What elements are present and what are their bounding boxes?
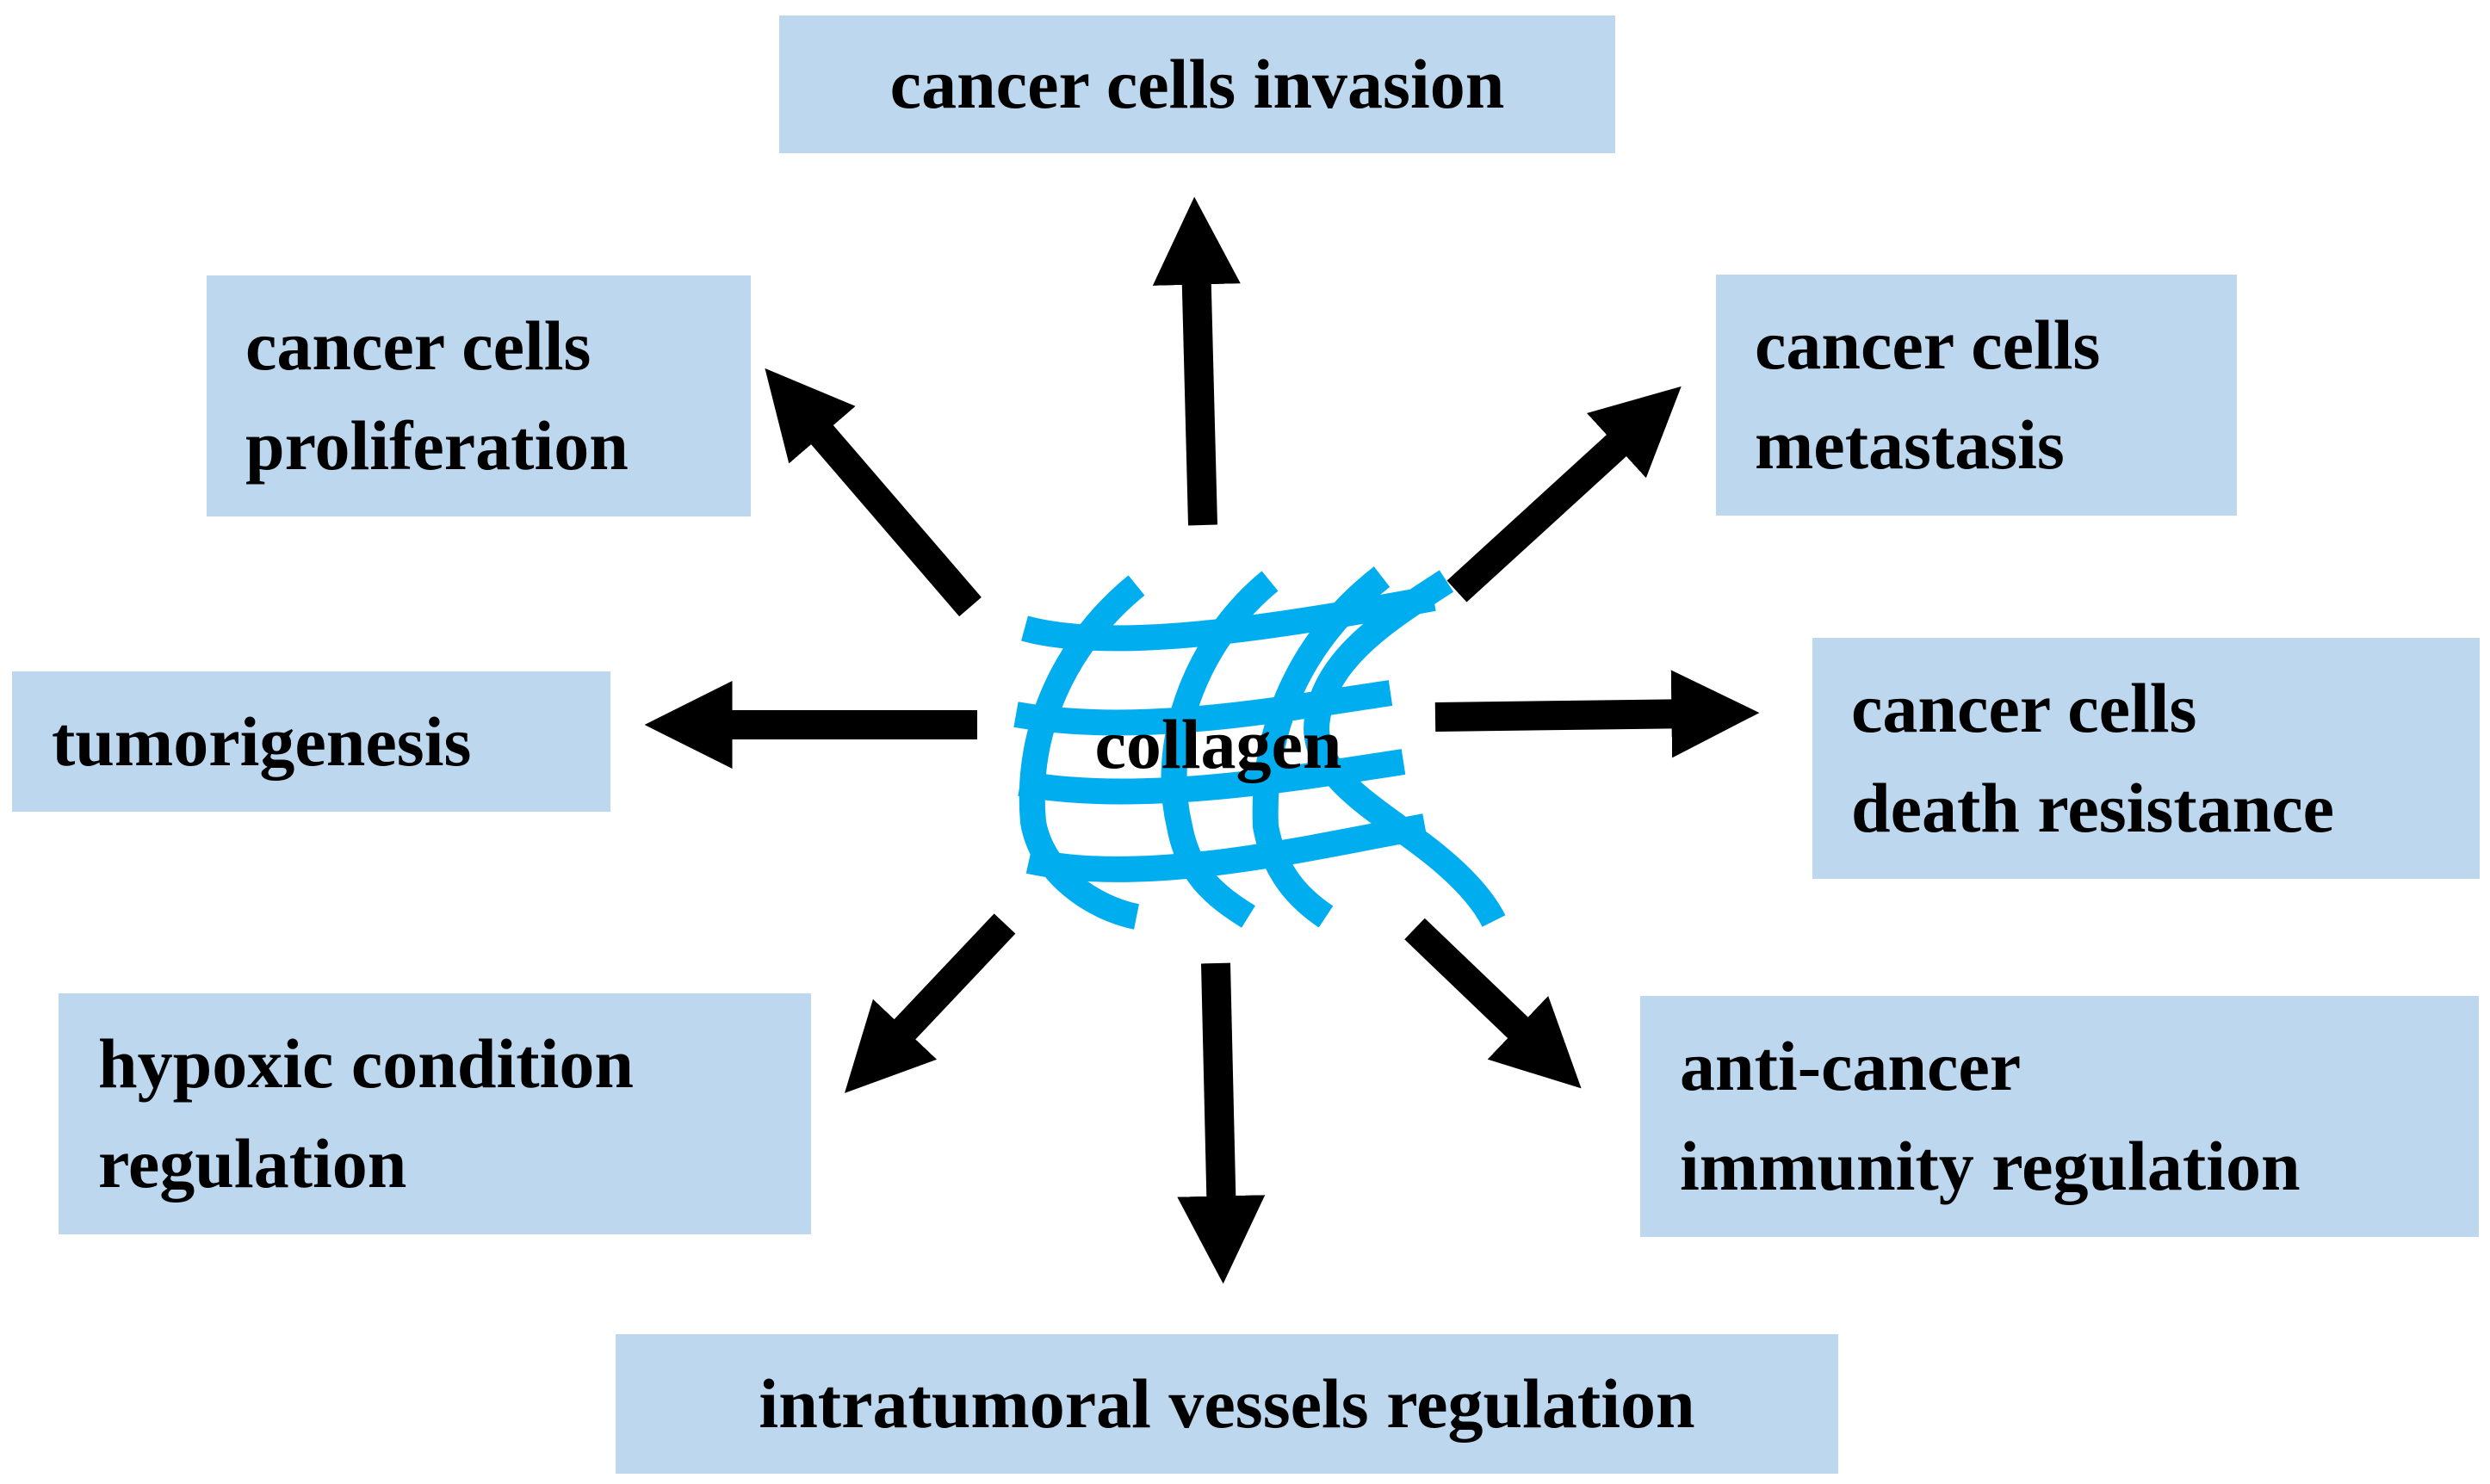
box-line: regulation [98,1124,407,1203]
box-line: immunity regulation [1680,1127,2301,1205]
box-line: proliferation [245,406,629,485]
arrow-to-proliferation [765,368,982,617]
arrow-to-death-resistance [1434,670,1760,758]
box-line: metastasis [1755,405,2065,484]
collagen-mesh-icon [1013,566,1506,930]
collagen-label: collagen [1094,705,1342,783]
arrow-to-invasion [1152,196,1241,526]
box-line: cancer cells [245,306,592,385]
box-cancer-cells-proliferation: cancer cells proliferation [207,275,751,516]
box-cancer-cells-metastasis: cancer cells metastasis [1716,275,2237,516]
arrow-to-vessels [1177,962,1266,1284]
box-line: cancer cells [1755,306,2101,384]
box-line: death resistance [1851,769,2335,847]
box-anti-cancer-immunity-regulation: anti-cancer immunity regulation [1640,996,2479,1237]
box-line: anti-cancer [1680,1027,2022,1105]
box-line: tumorigenesis [52,702,472,781]
arrow-to-metastasis [1446,386,1682,603]
box-line: cancer cells [1851,669,2197,747]
box-line: intratumoral vessels regulation [759,1364,1695,1443]
arrow-to-immunity [1404,918,1582,1089]
arrow-to-hypoxic [844,913,1016,1093]
box-tumorigenesis: tumorigenesis [12,671,610,812]
box-intratumoral-vessels-regulation: intratumoral vessels regulation [616,1334,1838,1474]
box-cancer-cells-invasion: cancer cells invasion [779,15,1615,153]
box-hypoxic-condition-regulation: hypoxic condition regulation [59,993,811,1234]
box-line: hypoxic condition [98,1024,634,1103]
box-line: cancer cells invasion [889,45,1505,123]
box-cancer-cells-death-resistance: cancer cells death resistance [1812,638,2480,879]
